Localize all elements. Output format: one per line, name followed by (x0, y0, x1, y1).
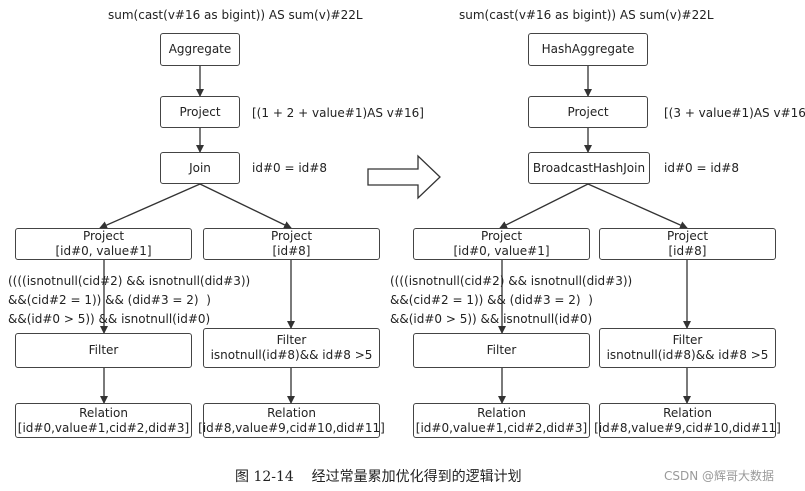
edge-join-project-right (199, 183, 292, 229)
node-subtitle: [id#0, value#1] (453, 244, 550, 258)
node-subtitle: [id#0, value#1] (55, 244, 152, 258)
node-title: Relation (267, 405, 316, 420)
filter-condition-line: &&(cid#2 = 1)) && (did#3 = 2) ) (8, 293, 211, 307)
figure-caption: 图 12-14 经过常量累加优化得到的逻辑计划 (235, 469, 522, 485)
node-subtitle: [id#0,value#1,cid#2,did#3] (17, 420, 190, 435)
left-relation-right-node: Relation [id#8,value#9,cid#10,did#11] (198, 403, 385, 438)
filter-condition-line: ((((isnotnull(cid#2) && isnotnull(did#3)… (8, 274, 251, 288)
node-title: Relation (79, 405, 128, 420)
transform-arrow-icon (367, 154, 441, 200)
node-subtitle: [id#8,value#9,cid#10,did#11] (594, 420, 781, 435)
right-project-expression: [(3 + value#1)AS v#16] (664, 106, 805, 120)
right-relation-right-node: Relation [id#8,value#9,cid#10,did#11] (594, 403, 781, 438)
node-label: BroadcastHashJoin (532, 160, 646, 175)
right-filter-condition: ((((isnotnull(cid#2) && isnotnull(did#3)… (390, 272, 632, 329)
node-title: Filter (672, 333, 703, 347)
right-project-right-node: Project [id#8] (599, 228, 776, 260)
right-filter-right-node: Filter isnotnull(id#8)&& id#8 >5 (599, 328, 776, 368)
node-label: Project (179, 104, 221, 119)
node-label: HashAggregate (541, 42, 635, 56)
left-project-right-node: Project [id#8] (203, 228, 380, 260)
left-aggregate-node: Aggregate (160, 33, 240, 66)
edge-join-project-right (587, 183, 688, 229)
right-join-node: BroadcastHashJoin (528, 152, 650, 184)
left-filter-condition: ((((isnotnull(cid#2) && isnotnull(did#3)… (8, 272, 250, 329)
left-filter-right-node: Filter isnotnull(id#8)&& id#8 >5 (203, 328, 380, 368)
right-aggregate-node: HashAggregate (528, 33, 648, 66)
right-project-left-node: Project [id#0, value#1] (413, 228, 590, 260)
left-project-top-node: Project (160, 96, 240, 128)
right-project-top-node: Project (528, 96, 648, 128)
left-project-expression: [(1 + 2 + value#1)AS v#16] (252, 106, 424, 120)
right-top-label: sum(cast(v#16 as bigint)) AS sum(v)#22L (459, 8, 714, 22)
csdn-watermark: CSDN @辉哥大数据 (664, 469, 775, 483)
node-label: Filter (486, 343, 517, 357)
left-filter-left-node: Filter (15, 333, 192, 368)
left-join-node: Join (160, 152, 240, 184)
edge-join-project-left (99, 183, 201, 229)
node-subtitle: [id#8] (668, 244, 707, 258)
node-subtitle: isnotnull(id#8)&& id#8 >5 (210, 348, 373, 362)
node-title: Filter (276, 333, 307, 347)
filter-condition-line: &&(id#0 > 5)) && isnotnull(id#0) (390, 312, 593, 326)
node-title: Relation (663, 405, 712, 420)
node-subtitle: isnotnull(id#8)&& id#8 >5 (606, 348, 769, 362)
node-label: Join (189, 160, 211, 175)
filter-condition-line: &&(id#0 > 5)) && isnotnull(id#0) (8, 312, 211, 326)
right-join-condition: id#0 = id#8 (664, 161, 739, 175)
node-label: Filter (88, 343, 119, 357)
right-filter-left-node: Filter (413, 333, 590, 368)
node-title: Project (666, 229, 709, 243)
left-project-left-node: Project [id#0, value#1] (15, 228, 192, 260)
node-title: Project (270, 229, 313, 243)
node-label: Aggregate (168, 42, 232, 56)
left-relation-left-node: Relation [id#0,value#1,cid#2,did#3] (15, 403, 192, 438)
edge-join-project-left (499, 183, 589, 229)
left-join-condition: id#0 = id#8 (252, 161, 327, 175)
node-title: Relation (477, 405, 526, 420)
left-top-label: sum(cast(v#16 as bigint)) AS sum(v)#22L (108, 8, 363, 22)
node-label: Project (567, 104, 609, 119)
node-title: Project (480, 229, 523, 243)
filter-condition-line: ((((isnotnull(cid#2) && isnotnull(did#3)… (390, 274, 633, 288)
filter-condition-line: &&(cid#2 = 1)) && (did#3 = 2) ) (390, 293, 593, 307)
right-relation-left-node: Relation [id#0,value#1,cid#2,did#3] (413, 403, 590, 438)
node-subtitle: [id#0,value#1,cid#2,did#3] (415, 420, 588, 435)
node-title: Project (82, 229, 125, 243)
node-subtitle: [id#8,value#9,cid#10,did#11] (198, 420, 385, 435)
node-subtitle: [id#8] (272, 244, 311, 258)
